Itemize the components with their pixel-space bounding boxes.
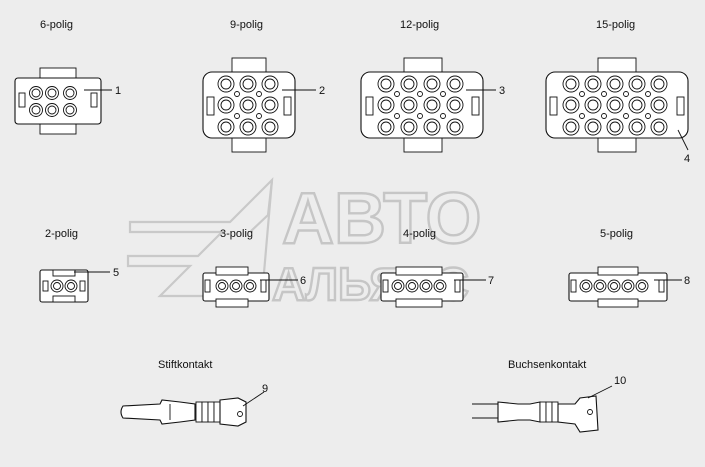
- connector-12-pin-title: 12-polig: [400, 19, 439, 31]
- pin-contact-title: Stiftkontakt: [158, 359, 212, 371]
- connector-9-pin: 9-polig 2: [202, 19, 325, 153]
- connector-4-pin: 4-polig 7: [380, 228, 494, 308]
- connector-3-pin-title: 3-polig: [220, 228, 253, 240]
- callout-6: 6: [300, 275, 306, 287]
- pin-contact: Stiftkontakt 9: [120, 359, 268, 427]
- connector-15-pin: 15-polig 4: [545, 19, 690, 165]
- callout-1: 1: [115, 85, 121, 97]
- connector-4-pin-title: 4-polig: [403, 228, 436, 240]
- socket-contact-title: Buchsenkontakt: [508, 359, 586, 371]
- connector-6-pin-title: 6-polig: [40, 19, 73, 31]
- callout-10: 10: [614, 375, 626, 387]
- callout-2: 2: [319, 85, 325, 97]
- callout-4: 4: [684, 153, 690, 165]
- connector-5-pin-title: 5-polig: [600, 228, 633, 240]
- connector-15-pin-title: 15-polig: [596, 19, 635, 31]
- callout-5: 5: [113, 267, 119, 279]
- watermark-logo: АВТО АЛЬЯНС: [126, 177, 483, 311]
- callout-9: 9: [262, 383, 268, 395]
- connector-5-pin: 5-polig 8: [568, 228, 690, 308]
- callout-3: 3: [499, 85, 505, 97]
- connector-2-pin: 2-polig 5: [39, 228, 119, 303]
- watermark-line1: АВТО: [282, 179, 481, 259]
- connector-12-pin: 12-polig 3: [360, 19, 505, 153]
- connector-2-pin-title: 2-polig: [45, 228, 78, 240]
- connector-9-pin-title: 9-polig: [230, 19, 263, 31]
- connector-3-pin: 3-polig 6: [202, 228, 306, 308]
- connector-6-pin: 6-polig 1: [14, 19, 121, 135]
- callout-7: 7: [488, 275, 494, 287]
- socket-contact: Buchsenkontakt 10: [472, 359, 626, 433]
- callout-8: 8: [684, 275, 690, 287]
